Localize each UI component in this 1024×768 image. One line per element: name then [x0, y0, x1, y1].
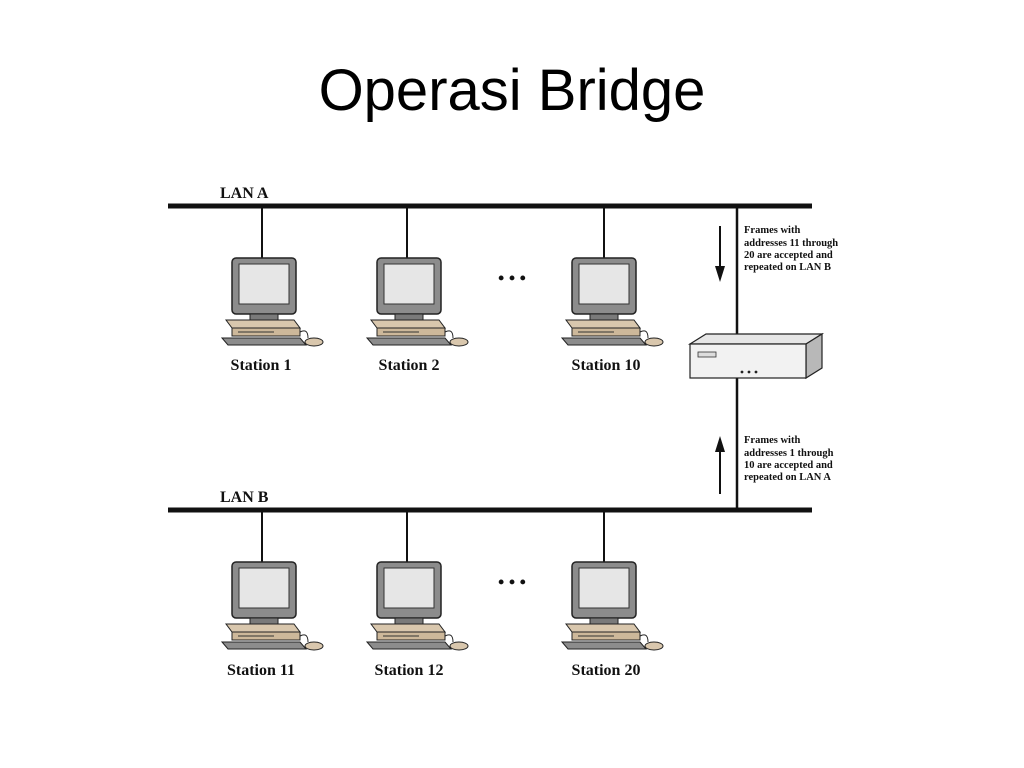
slide-title: Operasi Bridge — [318, 58, 706, 123]
note-line: repeated on LAN A — [744, 472, 831, 483]
note-line: Frames with — [744, 225, 800, 236]
station-label: Station 10 — [572, 357, 641, 374]
note-line: 10 are accepted and — [744, 460, 833, 471]
note-line: addresses 11 through — [744, 238, 838, 249]
lan-a-label: LAN A — [220, 185, 269, 202]
computer-icon — [366, 257, 469, 347]
station-label: Station 1 — [231, 357, 292, 374]
note-line: repeated on LAN B — [744, 262, 831, 273]
computer-icon — [561, 561, 664, 651]
note-line: Frames with — [744, 435, 800, 446]
station-label: Station 20 — [572, 662, 641, 679]
computer-icon — [366, 561, 469, 651]
note-to-lan-b: Frames with addresses 11 through 20 are … — [744, 225, 841, 273]
up-arrow-icon — [715, 436, 725, 494]
note-line: 20 are accepted and — [744, 250, 833, 261]
ellipsis: • • • — [498, 268, 526, 288]
note-line: addresses 1 through — [744, 448, 834, 459]
station-label: Station 11 — [227, 662, 295, 679]
bridge-device-icon — [687, 332, 825, 380]
computer-icon — [221, 561, 324, 651]
computer-icon — [221, 257, 324, 347]
note-to-lan-a: Frames with addresses 1 through 10 are a… — [744, 435, 836, 483]
station-label: Station 2 — [379, 357, 440, 374]
lan-b-label: LAN B — [220, 489, 269, 506]
ellipsis: • • • — [498, 572, 526, 592]
station-label: Station 12 — [375, 662, 444, 679]
computer-icon — [561, 257, 664, 347]
down-arrow-icon — [715, 226, 725, 282]
